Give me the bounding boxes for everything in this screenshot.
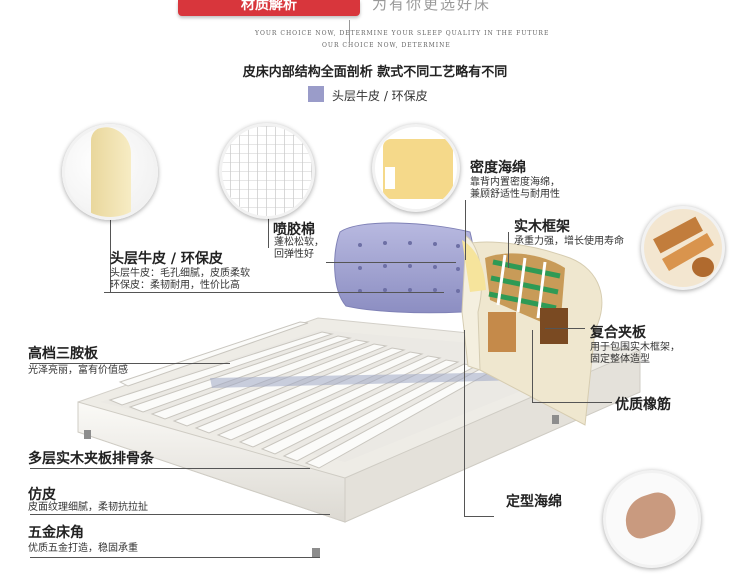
leader-cotton-h (326, 262, 456, 263)
tri-amine-desc-1: 光泽亮丽，富有价值感 (28, 365, 128, 376)
divider-tick (349, 20, 350, 42)
wood-frame-desc-1: 承重力强，增长使用寿命 (514, 236, 624, 247)
page-subtitle: 皮床内部结构全面剖析 款式不同工艺略有不同 (242, 65, 508, 80)
shaped-foam-sample-image (603, 470, 701, 568)
density-foam-desc-1: 靠背内置密度海绵， (470, 177, 560, 188)
composite-board-desc-1: 用于包围实木框架， (590, 342, 680, 353)
wood-frame-title: 实木框架 (514, 219, 570, 235)
leader-rubber-v (532, 330, 533, 402)
legend-swatch (308, 86, 324, 102)
slogan-line2: OUR CHOICE NOW, DETERMINE (322, 42, 451, 49)
spray-cotton-desc-2: 回弹性好 (274, 249, 314, 260)
legend-label: 头层牛皮 / 环保皮 (332, 89, 428, 103)
hardware-desc-1: 优质五金打造，稳固承重 (28, 543, 138, 554)
leader-hardware-h (30, 557, 320, 558)
leader-tri-h (30, 363, 230, 364)
leather-desc-1: 头层牛皮：毛孔细腻，皮质柔软 (110, 268, 250, 279)
leather-desc-2: 环保皮：柔韧耐用，性价比高 (110, 280, 240, 291)
wood-sample-image (641, 206, 725, 290)
density-foam-sample-image (372, 124, 460, 212)
leader-wood-v (508, 232, 509, 268)
spray-cotton-sample-image (219, 123, 315, 219)
slats (108, 321, 496, 469)
leather-title: 头层牛皮 / 环保皮 (110, 251, 223, 267)
density-foam-desc-2: 兼顾舒适性与耐用性 (470, 189, 560, 200)
density-foam-title: 密度海绵 (470, 160, 526, 176)
tri-amine-title: 高档三胺板 (28, 346, 98, 362)
rubber-band-title: 优质橡筋 (615, 397, 671, 413)
composite-board-desc-2: 固定整体造型 (590, 354, 650, 365)
shaped-foam-title: 定型海绵 (506, 494, 562, 510)
leader-rubber-h (532, 402, 612, 403)
leader-cotton-v (268, 212, 269, 248)
faux-leather-desc-1: 皮面纹理细腻，柔韧抗拉扯 (28, 502, 148, 513)
leader-leather-v (110, 210, 111, 292)
leader-faux-h (30, 514, 330, 515)
leader-shaped-h (464, 516, 494, 517)
leader-slats-h (30, 468, 310, 469)
hardware-title: 五金床角 (28, 525, 84, 541)
leader-shaped-v (464, 330, 465, 516)
slogan-line1: YOUR CHOICE NOW, DETERMINE YOUR SLEEP QU… (255, 30, 550, 37)
spray-cotton-desc-1: 蓬松松软， (274, 237, 324, 248)
faux-leather-title: 仿皮 (28, 487, 56, 503)
leader-leather-h (104, 292, 444, 293)
leader-foam-v (465, 200, 466, 260)
composite-board-title: 复合夹板 (590, 325, 646, 341)
leather-sample-image (62, 124, 158, 220)
leader-board-h (545, 328, 585, 329)
banner-left-tab: 材质解析 (178, 0, 360, 16)
banner-right-text: 为有你更选好床 (372, 0, 492, 13)
slats-title: 多层实木夹板排骨条 (28, 451, 154, 467)
spray-cotton-title: 喷胶棉 (273, 222, 315, 238)
